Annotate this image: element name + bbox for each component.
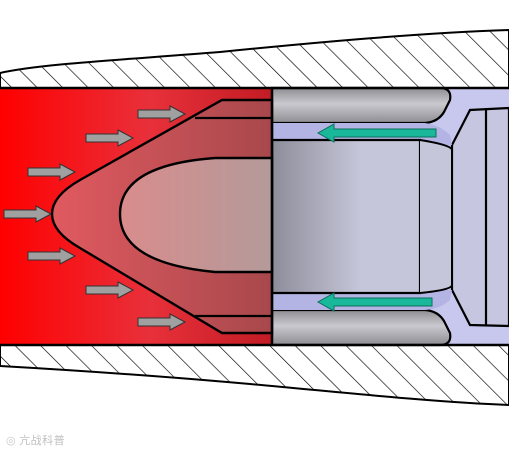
flow-arrow-lower — [316, 292, 433, 312]
gas-arrow — [85, 129, 135, 147]
projectile-core — [118, 156, 274, 274]
watermark: ◎ 亢战科普 — [6, 432, 65, 448]
gas-arrow — [85, 281, 135, 299]
case-neck — [419, 139, 453, 294]
right-end-block — [450, 106, 509, 328]
gas-arrow — [137, 105, 187, 123]
gas-arrow — [27, 247, 77, 265]
lower-barrel-wall — [0, 344, 509, 407]
gas-pressure-arrows — [3, 105, 187, 331]
watermark-text: 亢战科普 — [19, 434, 66, 447]
gas-arrow — [27, 163, 77, 181]
case-lower-lip — [270, 308, 452, 347]
upper-barrel-wall — [0, 28, 509, 89]
backflow-arrows — [316, 123, 437, 312]
case-body — [270, 138, 422, 295]
camera-icon: ◎ — [6, 433, 17, 447]
gas-arrow — [3, 205, 53, 223]
flow-arrow-upper — [316, 123, 437, 143]
case-upper-lip — [270, 86, 452, 125]
gas-arrow — [137, 313, 187, 331]
